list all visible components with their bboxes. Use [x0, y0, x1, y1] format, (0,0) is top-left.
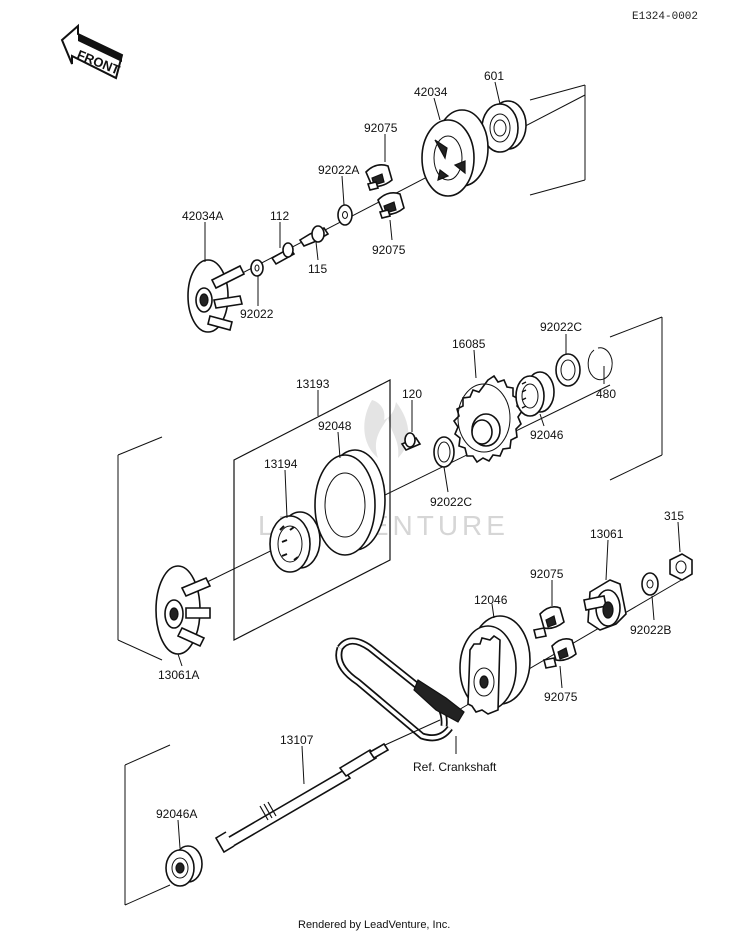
- callout-13107: 13107: [280, 733, 314, 785]
- nut-315: [669, 553, 693, 581]
- callout-16085: 16085: [452, 337, 486, 379]
- bearing-92046A: [165, 845, 203, 887]
- washer-92022: [250, 259, 264, 277]
- svg-text:42034: 42034: [414, 85, 448, 99]
- drive-chain: [335, 637, 465, 742]
- hub-42034A: [187, 259, 246, 333]
- svg-text:315: 315: [664, 509, 684, 523]
- svg-text:480: 480: [596, 387, 616, 401]
- callout-601: 601: [484, 69, 504, 105]
- svg-text:92075: 92075: [364, 121, 398, 135]
- callout-12046: 12046: [474, 593, 508, 619]
- bolt-115: [298, 225, 330, 247]
- callout-92046: 92046: [530, 413, 564, 442]
- svg-text:92075: 92075: [372, 243, 406, 257]
- svg-text:92046A: 92046A: [156, 807, 197, 821]
- callout-92075-lower-lower: 92075: [544, 665, 578, 704]
- weight-92075-upper: [365, 164, 393, 191]
- hub-13061: [583, 579, 627, 631]
- bolt-120: [400, 432, 422, 451]
- callout-92022C-lower: 92022C: [430, 466, 472, 509]
- callout-13194: 13194: [264, 457, 298, 519]
- sprocket-16085: [452, 374, 524, 464]
- hub-13061A: [155, 565, 212, 655]
- svg-text:42034A: 42034A: [182, 209, 223, 223]
- svg-text:92022B: 92022B: [630, 623, 671, 637]
- callout-92046A: 92046A: [156, 807, 197, 849]
- ring-92048: [314, 449, 386, 556]
- bearing-601: [481, 100, 527, 153]
- callout-92048: 92048: [318, 419, 352, 459]
- svg-text:92046: 92046: [530, 428, 564, 442]
- washer-92022B: [641, 572, 659, 596]
- circlip-480: [587, 347, 613, 381]
- bolt-112: [270, 242, 296, 266]
- svg-text:13061A: 13061A: [158, 668, 199, 682]
- washer-92022C-lower: [433, 436, 455, 468]
- callout-480: 480: [596, 366, 616, 401]
- callout-13061A: 13061A: [158, 653, 199, 682]
- svg-text:115: 115: [308, 262, 327, 276]
- needle-bearing-92046: [515, 371, 555, 417]
- callout-315: 315: [664, 509, 684, 553]
- weight-92075-lower: [377, 192, 405, 219]
- callout-92022C-upper: 92022C: [540, 320, 582, 354]
- svg-text:92022C: 92022C: [540, 320, 582, 334]
- callout-ref-crankshaft: Ref. Crankshaft: [413, 736, 497, 774]
- svg-text:13061: 13061: [590, 527, 624, 541]
- svg-text:601: 601: [484, 69, 504, 83]
- front-arrow-icon: FRONT: [60, 23, 124, 80]
- svg-text:92075: 92075: [530, 567, 564, 581]
- kit-box-13193: [233, 379, 391, 641]
- svg-text:92048: 92048: [318, 419, 352, 433]
- clutch-housing-42034: [421, 109, 489, 197]
- diagram-code: E1324-0002: [632, 11, 698, 23]
- one-way-clutch-13194: [269, 511, 321, 573]
- svg-text:13107: 13107: [280, 733, 314, 747]
- callout-42034: 42034: [414, 85, 448, 121]
- svg-text:16085: 16085: [452, 337, 486, 351]
- washer-92022A: [337, 204, 353, 226]
- callout-92075-upper: 92075: [364, 121, 398, 162]
- weight-92075-lower-b: [543, 638, 577, 669]
- callout-13193: 13193: [296, 377, 330, 416]
- svg-text:Ref. Crankshaft: Ref. Crankshaft: [413, 760, 497, 774]
- callout-92075-mid: 92075: [372, 219, 406, 257]
- svg-text:13193: 13193: [296, 377, 330, 391]
- footer-credit: Rendered by LeadVenture, Inc.: [298, 919, 450, 931]
- callout-13061: 13061: [590, 527, 624, 581]
- svg-text:92075: 92075: [544, 690, 578, 704]
- svg-text:13194: 13194: [264, 457, 298, 471]
- svg-text:120: 120: [402, 387, 422, 401]
- svg-text:112: 112: [270, 209, 289, 223]
- callout-120: 120: [402, 387, 422, 432]
- weight-92075-lower-a: [533, 606, 565, 639]
- svg-text:92022: 92022: [240, 307, 274, 321]
- callout-92022A: 92022A: [318, 163, 359, 206]
- drum-12046: [459, 615, 531, 715]
- callout-115: 115: [308, 241, 327, 276]
- callout-42034A: 42034A: [182, 209, 223, 262]
- callout-92075-lower-upper: 92075: [530, 567, 564, 606]
- svg-text:92022A: 92022A: [318, 163, 359, 177]
- svg-text:92022C: 92022C: [430, 495, 472, 509]
- callout-92022B: 92022B: [630, 595, 671, 637]
- washer-92022C-upper: [555, 353, 581, 387]
- callout-92022: 92022: [240, 276, 274, 321]
- shaft-13107: [214, 742, 390, 854]
- svg-text:12046: 12046: [474, 593, 508, 607]
- callout-112: 112: [270, 209, 289, 248]
